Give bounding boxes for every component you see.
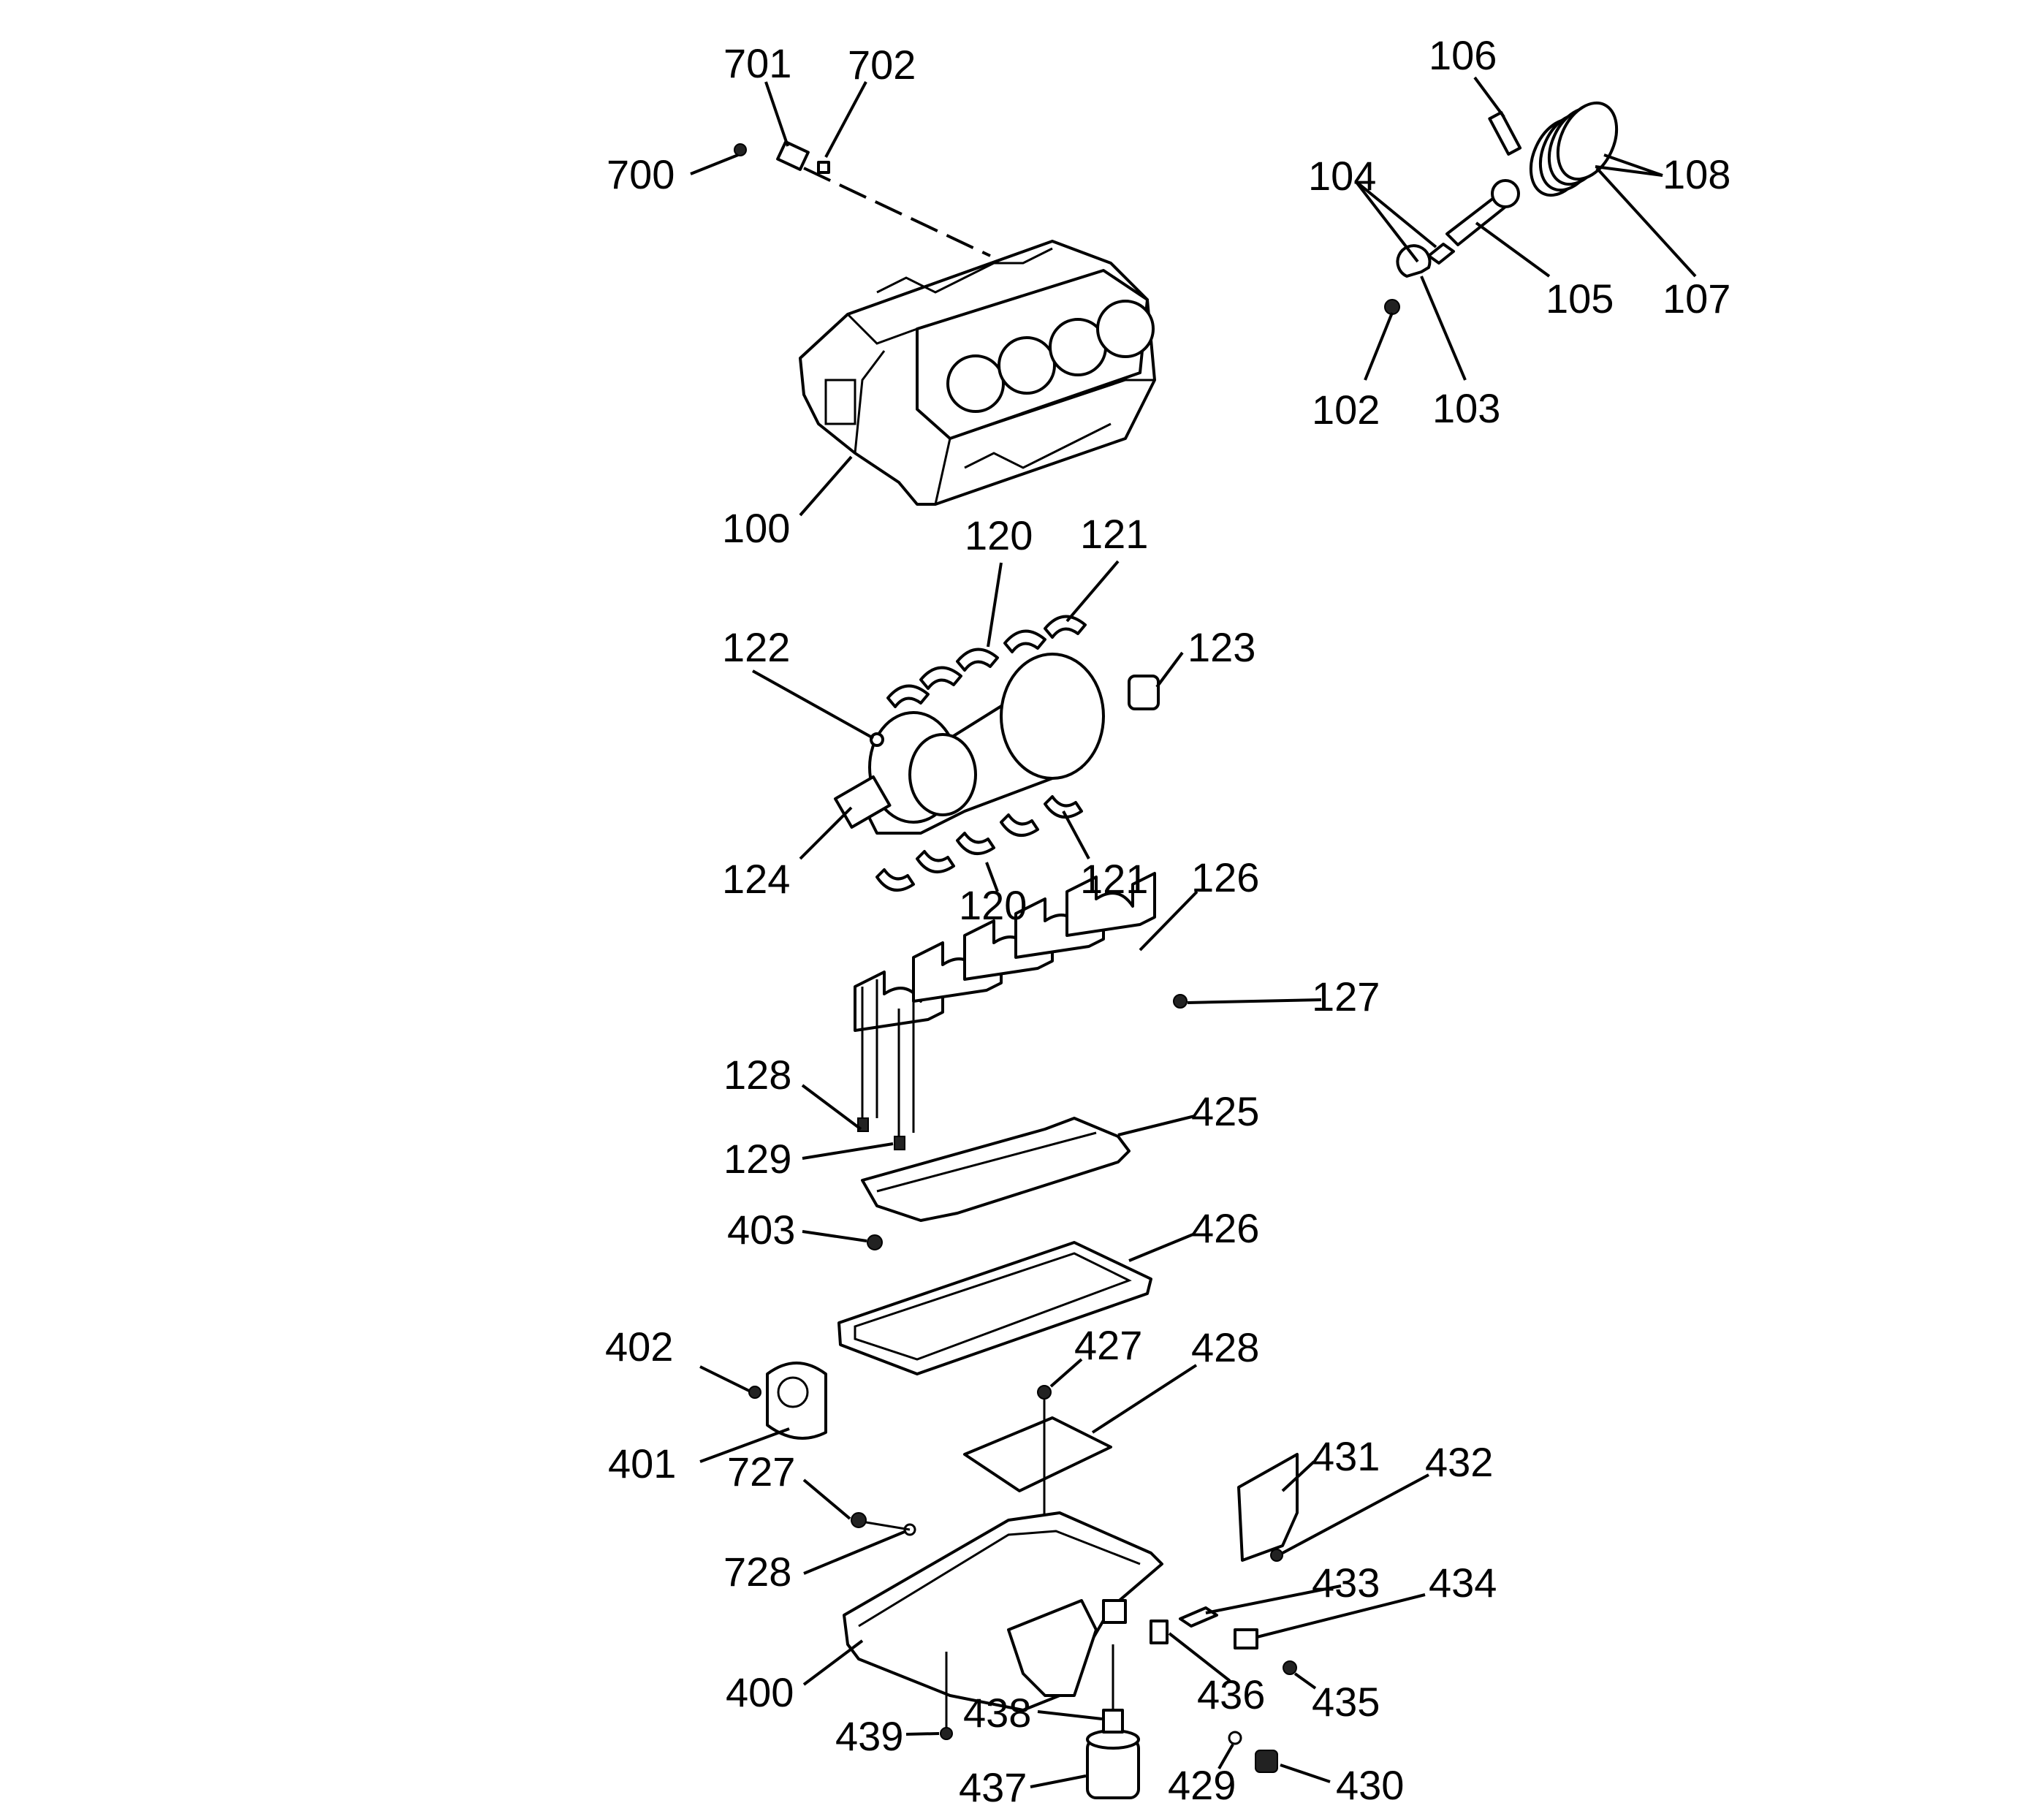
callout-126: 126 xyxy=(1191,854,1259,900)
dipstick-tube-part xyxy=(851,1512,916,1536)
callout-107: 107 xyxy=(1663,276,1730,322)
main-bearing-shells-upper xyxy=(870,615,1087,747)
oil-pan-gasket-part xyxy=(837,1241,1152,1375)
callout-102: 102 xyxy=(1312,387,1380,433)
callout-129: 129 xyxy=(723,1136,791,1182)
drain-plug-part xyxy=(1228,1731,1278,1773)
callout-108: 108 xyxy=(1663,151,1730,197)
callout-428: 428 xyxy=(1191,1324,1259,1370)
callout-701: 701 xyxy=(723,40,791,86)
callout-104: 104 xyxy=(1308,153,1376,199)
main-bearing-shells-lower xyxy=(875,795,1083,892)
callout-425: 425 xyxy=(1191,1088,1259,1134)
callout-120-lower: 120 xyxy=(959,882,1027,928)
callout-439: 439 xyxy=(835,1713,903,1759)
engine-block-part xyxy=(799,240,1156,506)
oil-filter-part xyxy=(1086,1644,1140,1799)
callout-426: 426 xyxy=(1191,1205,1259,1251)
front-cover-part xyxy=(748,1362,827,1440)
callout-106: 106 xyxy=(1429,32,1497,78)
callout-128: 128 xyxy=(723,1052,791,1098)
callout-124: 124 xyxy=(722,856,790,902)
callout-400: 400 xyxy=(726,1669,794,1715)
callout-labels: 700 701 702 100 106 104 108 105 107 102 … xyxy=(605,32,1730,1810)
callout-401: 401 xyxy=(608,1440,676,1487)
callout-427: 427 xyxy=(1074,1322,1142,1368)
callout-700: 700 xyxy=(607,151,675,197)
callout-435: 435 xyxy=(1312,1679,1380,1725)
callout-403: 403 xyxy=(727,1207,795,1253)
oil-cooler-line-part xyxy=(1150,1606,1297,1675)
callout-402: 402 xyxy=(605,1324,673,1370)
callout-429: 429 xyxy=(1168,1762,1236,1808)
callout-728: 728 xyxy=(723,1549,791,1595)
callout-105: 105 xyxy=(1546,276,1614,322)
callout-121-upper: 121 xyxy=(1080,511,1148,557)
windage-tray-part xyxy=(861,1117,1131,1250)
oil-pan-part xyxy=(843,1511,1163,1740)
callout-437: 437 xyxy=(959,1764,1027,1810)
callout-127: 127 xyxy=(1312,973,1380,1020)
leader-lines xyxy=(690,76,1697,1788)
callout-438: 438 xyxy=(963,1690,1031,1736)
knock-sensor-part xyxy=(734,140,991,257)
callout-103: 103 xyxy=(1432,385,1500,431)
callout-727: 727 xyxy=(727,1449,795,1495)
piston-rod-assembly-part xyxy=(1384,101,1619,315)
callout-100: 100 xyxy=(722,505,790,551)
callout-431: 431 xyxy=(1312,1433,1380,1479)
oil-level-sensor-part xyxy=(1237,1453,1299,1562)
main-cap-bolts-part xyxy=(857,979,915,1150)
callout-120-upper: 120 xyxy=(965,512,1033,558)
callout-702: 702 xyxy=(848,42,916,88)
callout-434: 434 xyxy=(1429,1560,1497,1606)
callout-432: 432 xyxy=(1425,1439,1493,1485)
callout-433: 433 xyxy=(1312,1560,1380,1606)
callout-123: 123 xyxy=(1188,624,1255,670)
callout-121-lower: 121 xyxy=(1080,856,1148,902)
callout-430: 430 xyxy=(1336,1762,1404,1808)
callout-436: 436 xyxy=(1197,1671,1265,1717)
crankshaft-part xyxy=(834,653,1160,835)
callout-122: 122 xyxy=(722,624,790,670)
